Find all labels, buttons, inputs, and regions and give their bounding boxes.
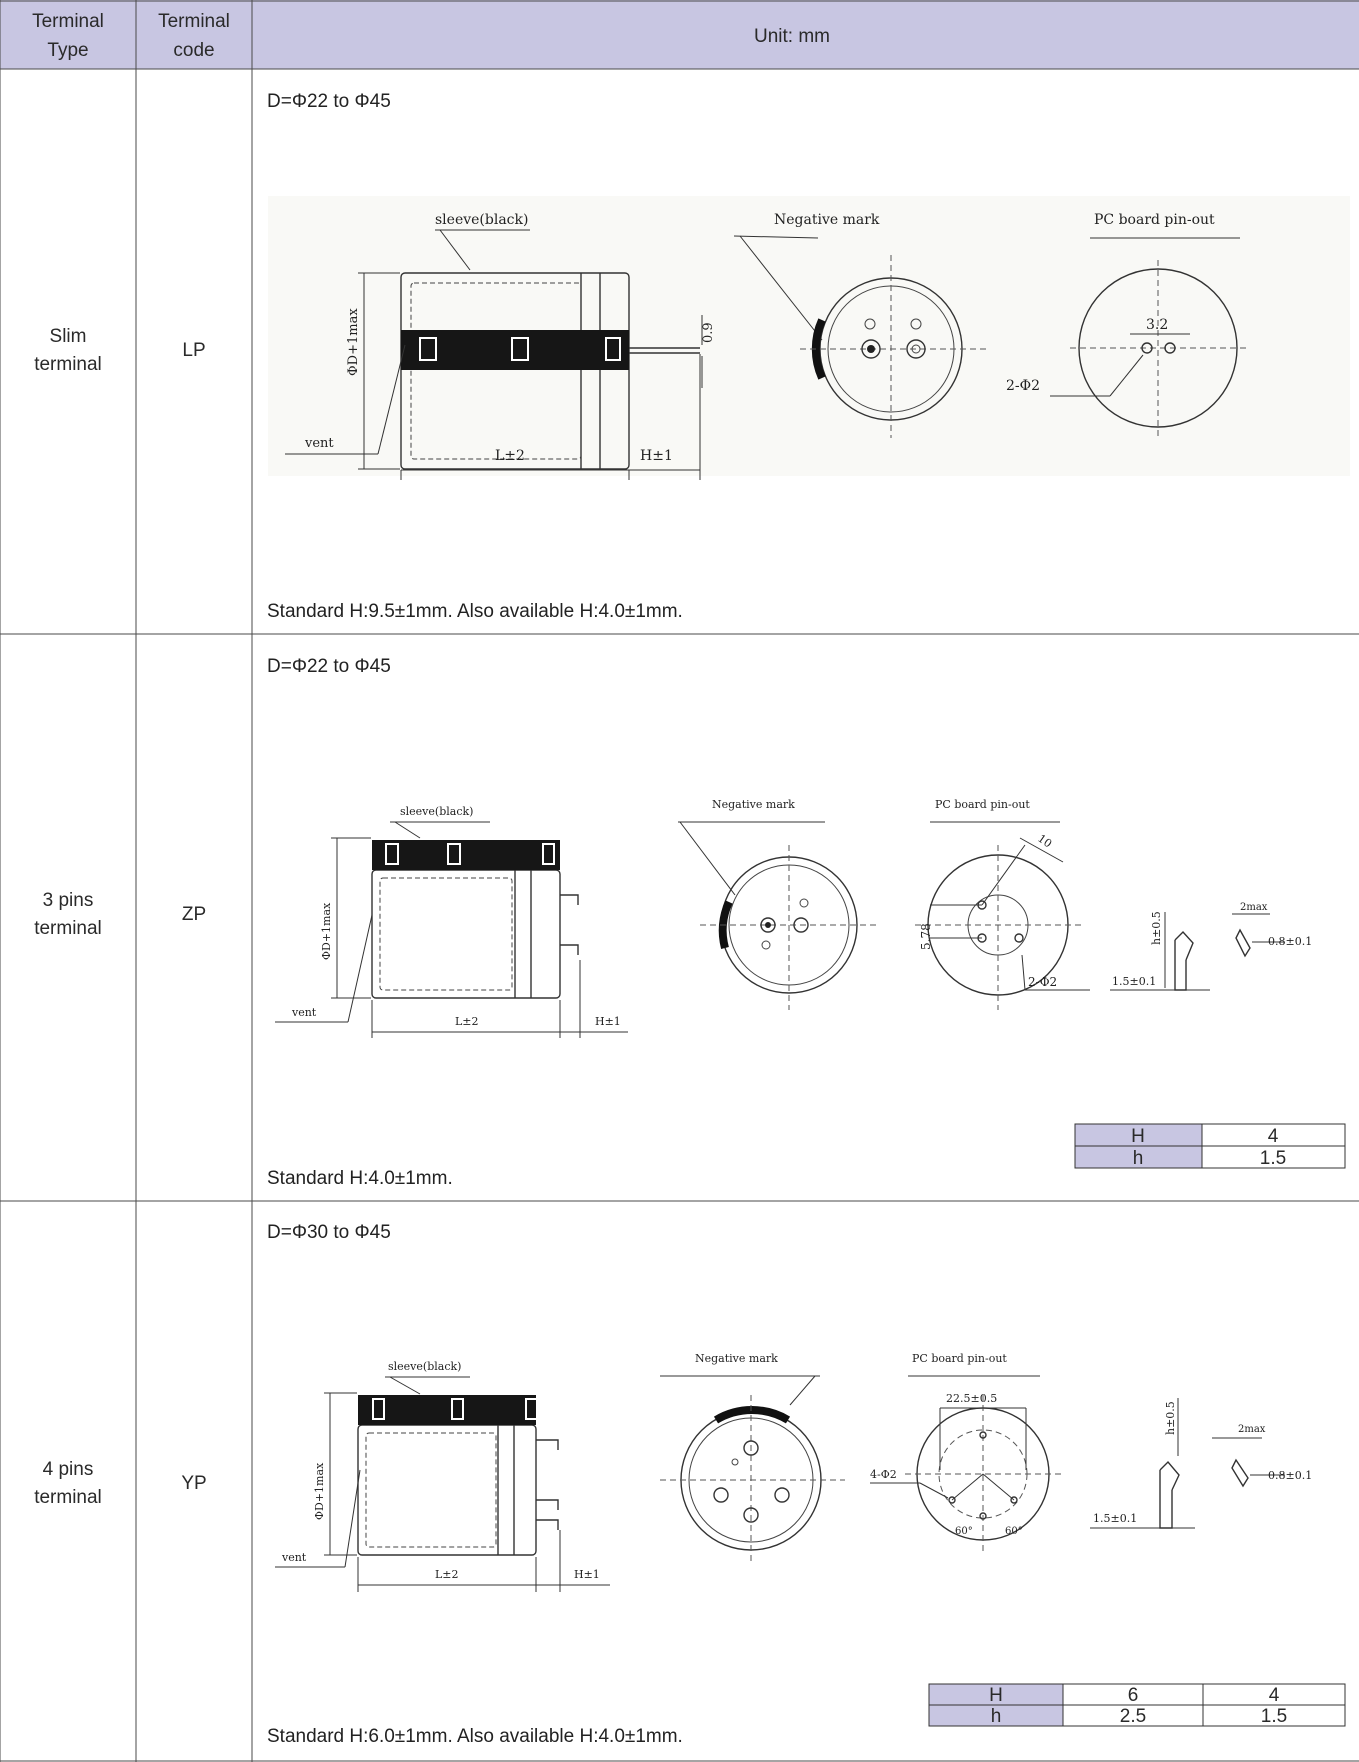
vent-label: vent	[281, 1551, 307, 1564]
angle-label: 60°	[1005, 1526, 1023, 1537]
negative-mark-label: Negative mark	[695, 1352, 778, 1365]
length-label: L±2	[435, 1568, 459, 1581]
terminal-width-label: 1.5±0.1	[1093, 1512, 1137, 1525]
pin-label: 0.9	[701, 322, 716, 343]
dimension-table: H 4 h 1.5	[1074, 1123, 1346, 1169]
terminal-detail-drawing: h±0.5 1.5±0.1 2max 0.8±0.1	[1110, 902, 1312, 991]
standard-note: Standard H:6.0±1mm. Also available H:4.0…	[267, 1726, 683, 1747]
header-unit: Unit: mm	[754, 26, 830, 47]
table-row: 4 pins terminal YP D=Φ30 to Φ45 Standard…	[34, 1222, 1346, 1747]
pc-board-pinout-drawing: PC board pin-out 3.2 2-Φ2	[1006, 212, 1250, 438]
table-cell: 2.5	[1120, 1706, 1146, 1727]
vent-label: vent	[291, 1006, 317, 1019]
terminal-code: ZP	[182, 904, 206, 925]
length-label: L±2	[495, 448, 525, 464]
sleeve-label: sleeve(black)	[388, 1360, 461, 1373]
pc-board-pinout-drawing: PC board pin-out 22.5±0.5 4-Φ2 60° 60°	[870, 1352, 1065, 1555]
negative-mark-drawing: Negative mark	[678, 798, 880, 1010]
header-terminal-type-line1: Terminal	[32, 11, 104, 32]
terminal-h-label: h±0.5	[1150, 911, 1163, 945]
terminal-type: 3 pins	[43, 890, 94, 911]
diameter-range: D=Φ22 to Φ45	[267, 656, 391, 677]
terminal-code: YP	[181, 1473, 206, 1494]
terminal-type: terminal	[34, 918, 102, 939]
pc-board-label: PC board pin-out	[912, 1352, 1007, 1365]
table-header	[0, 0, 1359, 69]
diameter-range: D=Φ30 to Φ45	[267, 1222, 391, 1243]
table-cell: h	[1133, 1148, 1144, 1169]
holes-label: 4-Φ2	[870, 1468, 897, 1481]
negative-mark-drawing: Negative mark	[733, 212, 990, 438]
table-cell: 6	[1128, 1685, 1139, 1706]
angle-label: 60°	[955, 1526, 973, 1537]
table-cell: H	[989, 1685, 1003, 1706]
table-cell: 1.5	[1261, 1706, 1287, 1727]
dimension-table: H 6 4 h 2.5 1.5	[928, 1683, 1346, 1727]
pin-pitch-label: 3.2	[1146, 317, 1168, 333]
table-cell: 4	[1268, 1126, 1279, 1147]
terminal-type: 4 pins	[43, 1459, 94, 1480]
side-view-drawing: ΦD+1max sleeve(black) vent L±2 H±1	[275, 1360, 610, 1592]
pinout-span-label: 22.5±0.5	[946, 1392, 997, 1405]
negative-mark-drawing: Negative mark	[660, 1352, 845, 1565]
terminal-h-label: h±0.5	[1164, 1401, 1177, 1435]
height-label: H±1	[640, 448, 673, 464]
header-terminal-code-line2: code	[173, 40, 214, 61]
terminal-detail-drawing: h±0.5 1.5±0.1 2max 0.8±0.1	[1090, 1398, 1312, 1529]
table-cell: 4	[1269, 1685, 1280, 1706]
pinout-distance-label: 5.78	[919, 923, 933, 950]
terminal-width-label: 1.5±0.1	[1112, 975, 1156, 988]
standard-note: Standard H:9.5±1mm. Also available H:4.0…	[267, 601, 683, 622]
terminal-type: Slim	[50, 326, 87, 347]
terminal-2max-label: 2max	[1238, 1424, 1266, 1435]
height-label: H±1	[574, 1568, 600, 1581]
vent-label: vent	[304, 436, 334, 451]
pc-board-label: PC board pin-out	[1094, 212, 1215, 228]
side-view-drawing: ΦD+1max sleeve(black) vent L±2 H±1	[275, 805, 628, 1038]
terminal-2max-label: 2max	[1240, 902, 1268, 913]
diameter-label: ΦD+1max	[313, 1462, 326, 1520]
holes-label: 2-Φ2	[1006, 378, 1040, 394]
table-cell: h	[991, 1706, 1002, 1727]
table-cell: H	[1131, 1126, 1145, 1147]
negative-mark-label: Negative mark	[712, 798, 795, 811]
table-row: Slim terminal LP D=Φ22 to Φ45 Standard H…	[34, 91, 1350, 622]
holes-label: 2-Φ2	[1028, 975, 1057, 989]
header-terminal-type-line2: Type	[47, 40, 88, 61]
negative-mark-label: Negative mark	[774, 212, 880, 228]
height-label: H±1	[595, 1015, 621, 1028]
diameter-range: D=Φ22 to Φ45	[267, 91, 391, 112]
table-cell: 1.5	[1260, 1148, 1286, 1169]
standard-note: Standard H:4.0±1mm.	[267, 1168, 453, 1189]
pc-board-label: PC board pin-out	[935, 798, 1030, 811]
terminal-thickness-label: 0.8±0.1	[1268, 1469, 1312, 1482]
table-row: 3 pins terminal ZP D=Φ22 to Φ45 Standard…	[34, 656, 1346, 1189]
header-terminal-code-line1: Terminal	[158, 11, 230, 32]
diameter-label: ΦD+1max	[346, 308, 361, 376]
length-label: L±2	[455, 1015, 479, 1028]
pc-board-pinout-drawing: PC board pin-out 10 5.78 2-Φ2	[915, 798, 1090, 1010]
sleeve-label: sleeve(black)	[400, 805, 473, 818]
terminal-code: LP	[182, 340, 205, 361]
terminal-type: terminal	[34, 1487, 102, 1508]
terminal-type: terminal	[34, 354, 102, 375]
diameter-label: ΦD+1max	[320, 902, 333, 960]
sleeve-label: sleeve(black)	[435, 212, 528, 228]
terminal-thickness-label: 0.8±0.1	[1268, 935, 1312, 948]
side-view-drawing: 0.9 ΦD+1max sleeve(black) vent L±2 H±1	[285, 212, 716, 480]
